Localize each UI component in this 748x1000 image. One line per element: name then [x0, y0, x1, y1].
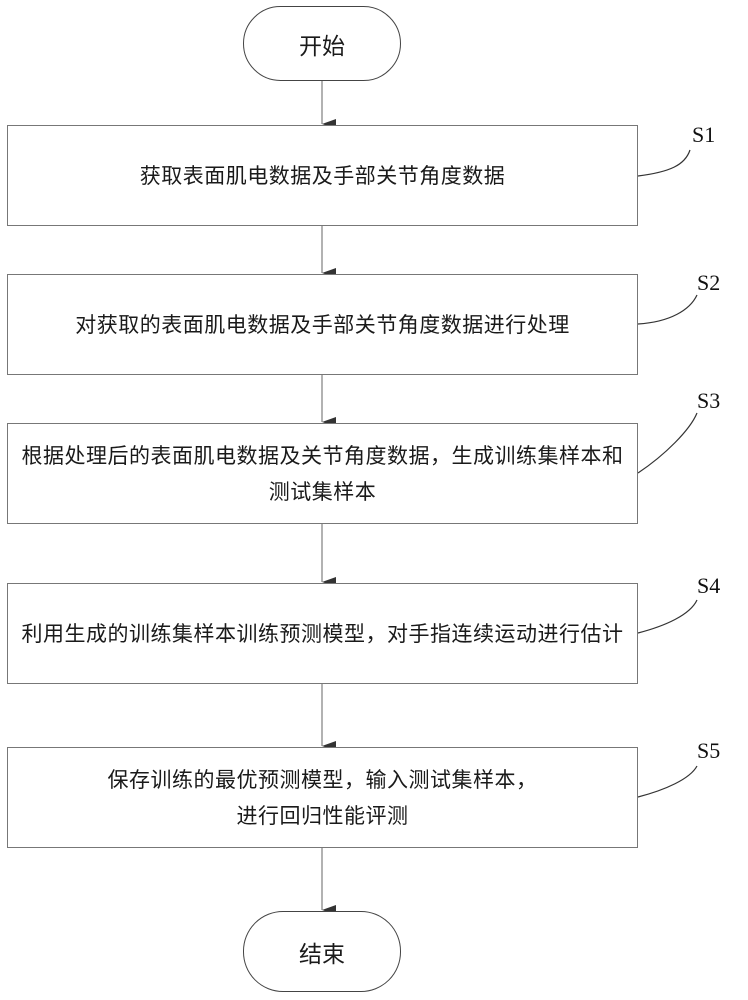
step-s5-text-line-1: 保存训练的最优预测模型，输入测试集样本， — [107, 767, 538, 792]
leader-s2 — [637, 294, 698, 325]
step-s2-label: S2 — [697, 270, 721, 295]
step-s2-text: 对获取的表面肌电数据及手部关节角度数据进行处理 — [75, 312, 570, 337]
step-s1-text: 获取表面肌电数据及手部关节角度数据 — [139, 163, 506, 188]
step-s1-label: S1 — [692, 122, 716, 147]
step-s2: 对获取的表面肌电数据及手部关节角度数据进行处理 — [7, 274, 638, 375]
step-s5-text-line-2: 进行回归性能评测 — [236, 803, 409, 828]
step-s1: 获取表面肌电数据及手部关节角度数据 — [7, 125, 638, 226]
step-s3-label: S3 — [697, 388, 721, 413]
end-terminal: 结束 — [243, 911, 401, 992]
start-label: 开始 — [299, 33, 345, 60]
step-s3-text: 根据处理后的表面肌电数据及关节角度数据，生成训练集样本和测试集样本 — [21, 443, 624, 504]
step-s5: 保存训练的最优预测模型，输入测试集样本， 进行回归性能评测 — [7, 747, 638, 848]
end-label: 结束 — [299, 941, 345, 968]
step-s4-label: S4 — [697, 573, 721, 598]
step-s4-text: 利用生成的训练集样本训练预测模型，对手指连续运动进行估计 — [21, 621, 624, 646]
step-s5-label: S5 — [697, 738, 721, 763]
start-terminal: 开始 — [243, 6, 401, 81]
leader-s5 — [637, 765, 698, 798]
leader-s1 — [637, 149, 691, 177]
leader-s3 — [637, 412, 698, 474]
leader-s4 — [637, 599, 698, 634]
step-s4: 利用生成的训练集样本训练预测模型，对手指连续运动进行估计 — [7, 583, 638, 684]
step-s3: 根据处理后的表面肌电数据及关节角度数据，生成训练集样本和测试集样本 — [7, 423, 638, 524]
